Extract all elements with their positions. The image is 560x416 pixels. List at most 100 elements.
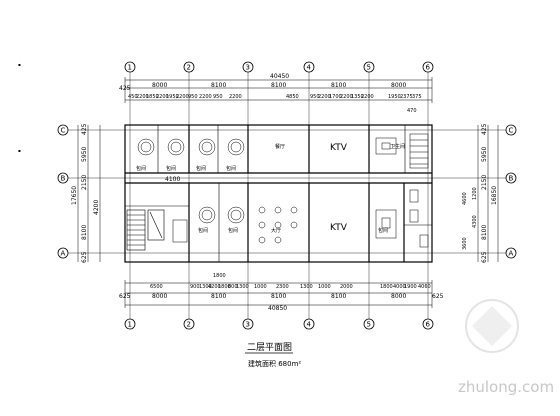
svg-text:包间: 包间 xyxy=(198,227,208,234)
svg-text:2200: 2200 xyxy=(176,94,189,100)
top-edge-dim: 425 xyxy=(119,85,131,92)
toilet-fixtures xyxy=(409,189,429,248)
round-tables-bottom xyxy=(198,206,245,224)
axis-lines xyxy=(68,72,506,319)
left-total: 17650 xyxy=(71,186,78,205)
top-bay-1: 8000 xyxy=(152,82,167,89)
partitions xyxy=(125,125,432,262)
svg-text:450: 450 xyxy=(128,94,138,100)
svg-text:1950: 1950 xyxy=(388,94,401,100)
drawing-area: 建筑面积 680m² xyxy=(248,359,301,368)
column-axes-bottom xyxy=(124,318,434,330)
right-detail-1: 4300 xyxy=(472,215,478,228)
svg-text:4060: 4060 xyxy=(418,284,431,290)
axis-top-6: 6 xyxy=(426,64,431,72)
bottom-bay-4: 8100 xyxy=(331,293,346,300)
svg-text:包间: 包间 xyxy=(228,227,238,234)
svg-text:1900: 1900 xyxy=(404,284,417,290)
stair-right xyxy=(409,133,429,169)
svg-text:2300: 2300 xyxy=(276,284,289,290)
drawing-title: 二层平面图 xyxy=(247,342,292,353)
svg-text:2200: 2200 xyxy=(229,94,242,100)
right-bay-3: 8100 xyxy=(481,225,488,240)
svg-text:950: 950 xyxy=(213,94,223,100)
axis-bottom-5: 5 xyxy=(367,321,371,329)
svg-text:1700: 1700 xyxy=(329,94,342,100)
bottom-bay-5: 8000 xyxy=(391,293,406,300)
svg-text:2200: 2200 xyxy=(136,94,149,100)
svg-text:1350: 1350 xyxy=(351,94,364,100)
left-bay-3: 4200 xyxy=(93,200,100,215)
svg-text:1300: 1300 xyxy=(199,284,212,290)
left-bay-4: 8100 xyxy=(81,225,88,240)
hall-furniture xyxy=(258,206,298,244)
axis-top-2: 2 xyxy=(187,64,191,72)
svg-text:包间: 包间 xyxy=(166,165,176,172)
svg-text:包间: 包间 xyxy=(378,227,388,234)
watermark-logo xyxy=(465,299,519,353)
svg-text:1300: 1300 xyxy=(300,284,313,290)
svg-text:1000: 1000 xyxy=(254,284,267,290)
axis-top-1: 1 xyxy=(128,64,132,72)
svg-text:1000: 1000 xyxy=(318,284,331,290)
svg-text:卫生间: 卫生间 xyxy=(390,143,405,150)
svg-text:2200: 2200 xyxy=(156,94,169,100)
right-detail-2: 1200 xyxy=(472,187,478,200)
left-bay-1: 5950 xyxy=(81,147,88,162)
axis-left-A: A xyxy=(61,250,66,258)
right-dimension-lines xyxy=(477,125,499,262)
svg-text:大厅: 大厅 xyxy=(271,227,281,234)
round-tables-top xyxy=(137,138,245,156)
svg-text:2200: 2200 xyxy=(361,94,374,100)
right-bay-1: 5950 xyxy=(481,147,488,162)
axis-top-3: 3 xyxy=(246,64,250,72)
axis-right-C: C xyxy=(509,127,514,135)
bottom-dimension-lines xyxy=(124,280,433,308)
bottom-detail-dims: 6500 900 1300 4200 1800 800 1300 1000 23… xyxy=(150,284,431,290)
svg-text:375: 375 xyxy=(412,94,422,100)
svg-text:800: 800 xyxy=(228,284,238,290)
bottom-total-dim: 40850 xyxy=(268,305,287,312)
svg-text:950: 950 xyxy=(310,94,320,100)
svg-text:2200: 2200 xyxy=(340,94,353,100)
row-axes xyxy=(57,124,517,259)
svg-text:4000: 4000 xyxy=(393,284,406,290)
left-bottom: 625 xyxy=(81,251,88,263)
left-bay-2: 2150 xyxy=(81,175,88,190)
top-total-dim: 40450 xyxy=(270,73,289,80)
right-detail-4: 3600 xyxy=(462,237,468,250)
right-bottom: 625 xyxy=(481,251,488,263)
axis-bottom-3: 3 xyxy=(246,321,250,329)
top-bay-4: 8100 xyxy=(331,82,346,89)
right-bay-2: 2150 xyxy=(481,175,488,190)
axis-right-B: B xyxy=(509,175,514,183)
svg-text:2000: 2000 xyxy=(340,284,353,290)
svg-text:4850: 4850 xyxy=(286,94,299,100)
svg-text:900: 900 xyxy=(190,284,200,290)
top-detail-right: 470 xyxy=(407,108,417,114)
ktv-label-bottom: KTV xyxy=(330,223,348,233)
right-detail-3: 4600 xyxy=(462,192,468,205)
left-top: 425 xyxy=(81,123,88,135)
bottom-detail-3000: 1800 xyxy=(213,273,226,279)
axis-right-A: A xyxy=(509,250,514,258)
top-dimension-lines xyxy=(124,77,433,103)
axis-left-C: C xyxy=(61,127,66,135)
bottom-bay-3: 8100 xyxy=(271,293,286,300)
top-detail-dims: 450 2200 1850 2200 1950 2200 950 2200 95… xyxy=(128,94,422,100)
side-note-mid: ▪ xyxy=(18,148,21,153)
svg-text:6500: 6500 xyxy=(150,284,163,290)
svg-text:1800: 1800 xyxy=(380,284,393,290)
svg-text:餐厅: 餐厅 xyxy=(275,143,285,150)
bottom-edge-right: 625 xyxy=(432,293,444,300)
column-axes-top xyxy=(124,61,434,73)
svg-text:包间: 包间 xyxy=(196,165,206,172)
svg-text:1850: 1850 xyxy=(146,94,159,100)
top-bay-2: 8100 xyxy=(211,82,226,89)
svg-text:1800: 1800 xyxy=(218,284,231,290)
axis-top-5: 5 xyxy=(367,64,371,72)
axis-left-B: B xyxy=(61,175,66,183)
sofa-sets xyxy=(172,137,397,243)
right-top: 425 xyxy=(481,123,488,135)
